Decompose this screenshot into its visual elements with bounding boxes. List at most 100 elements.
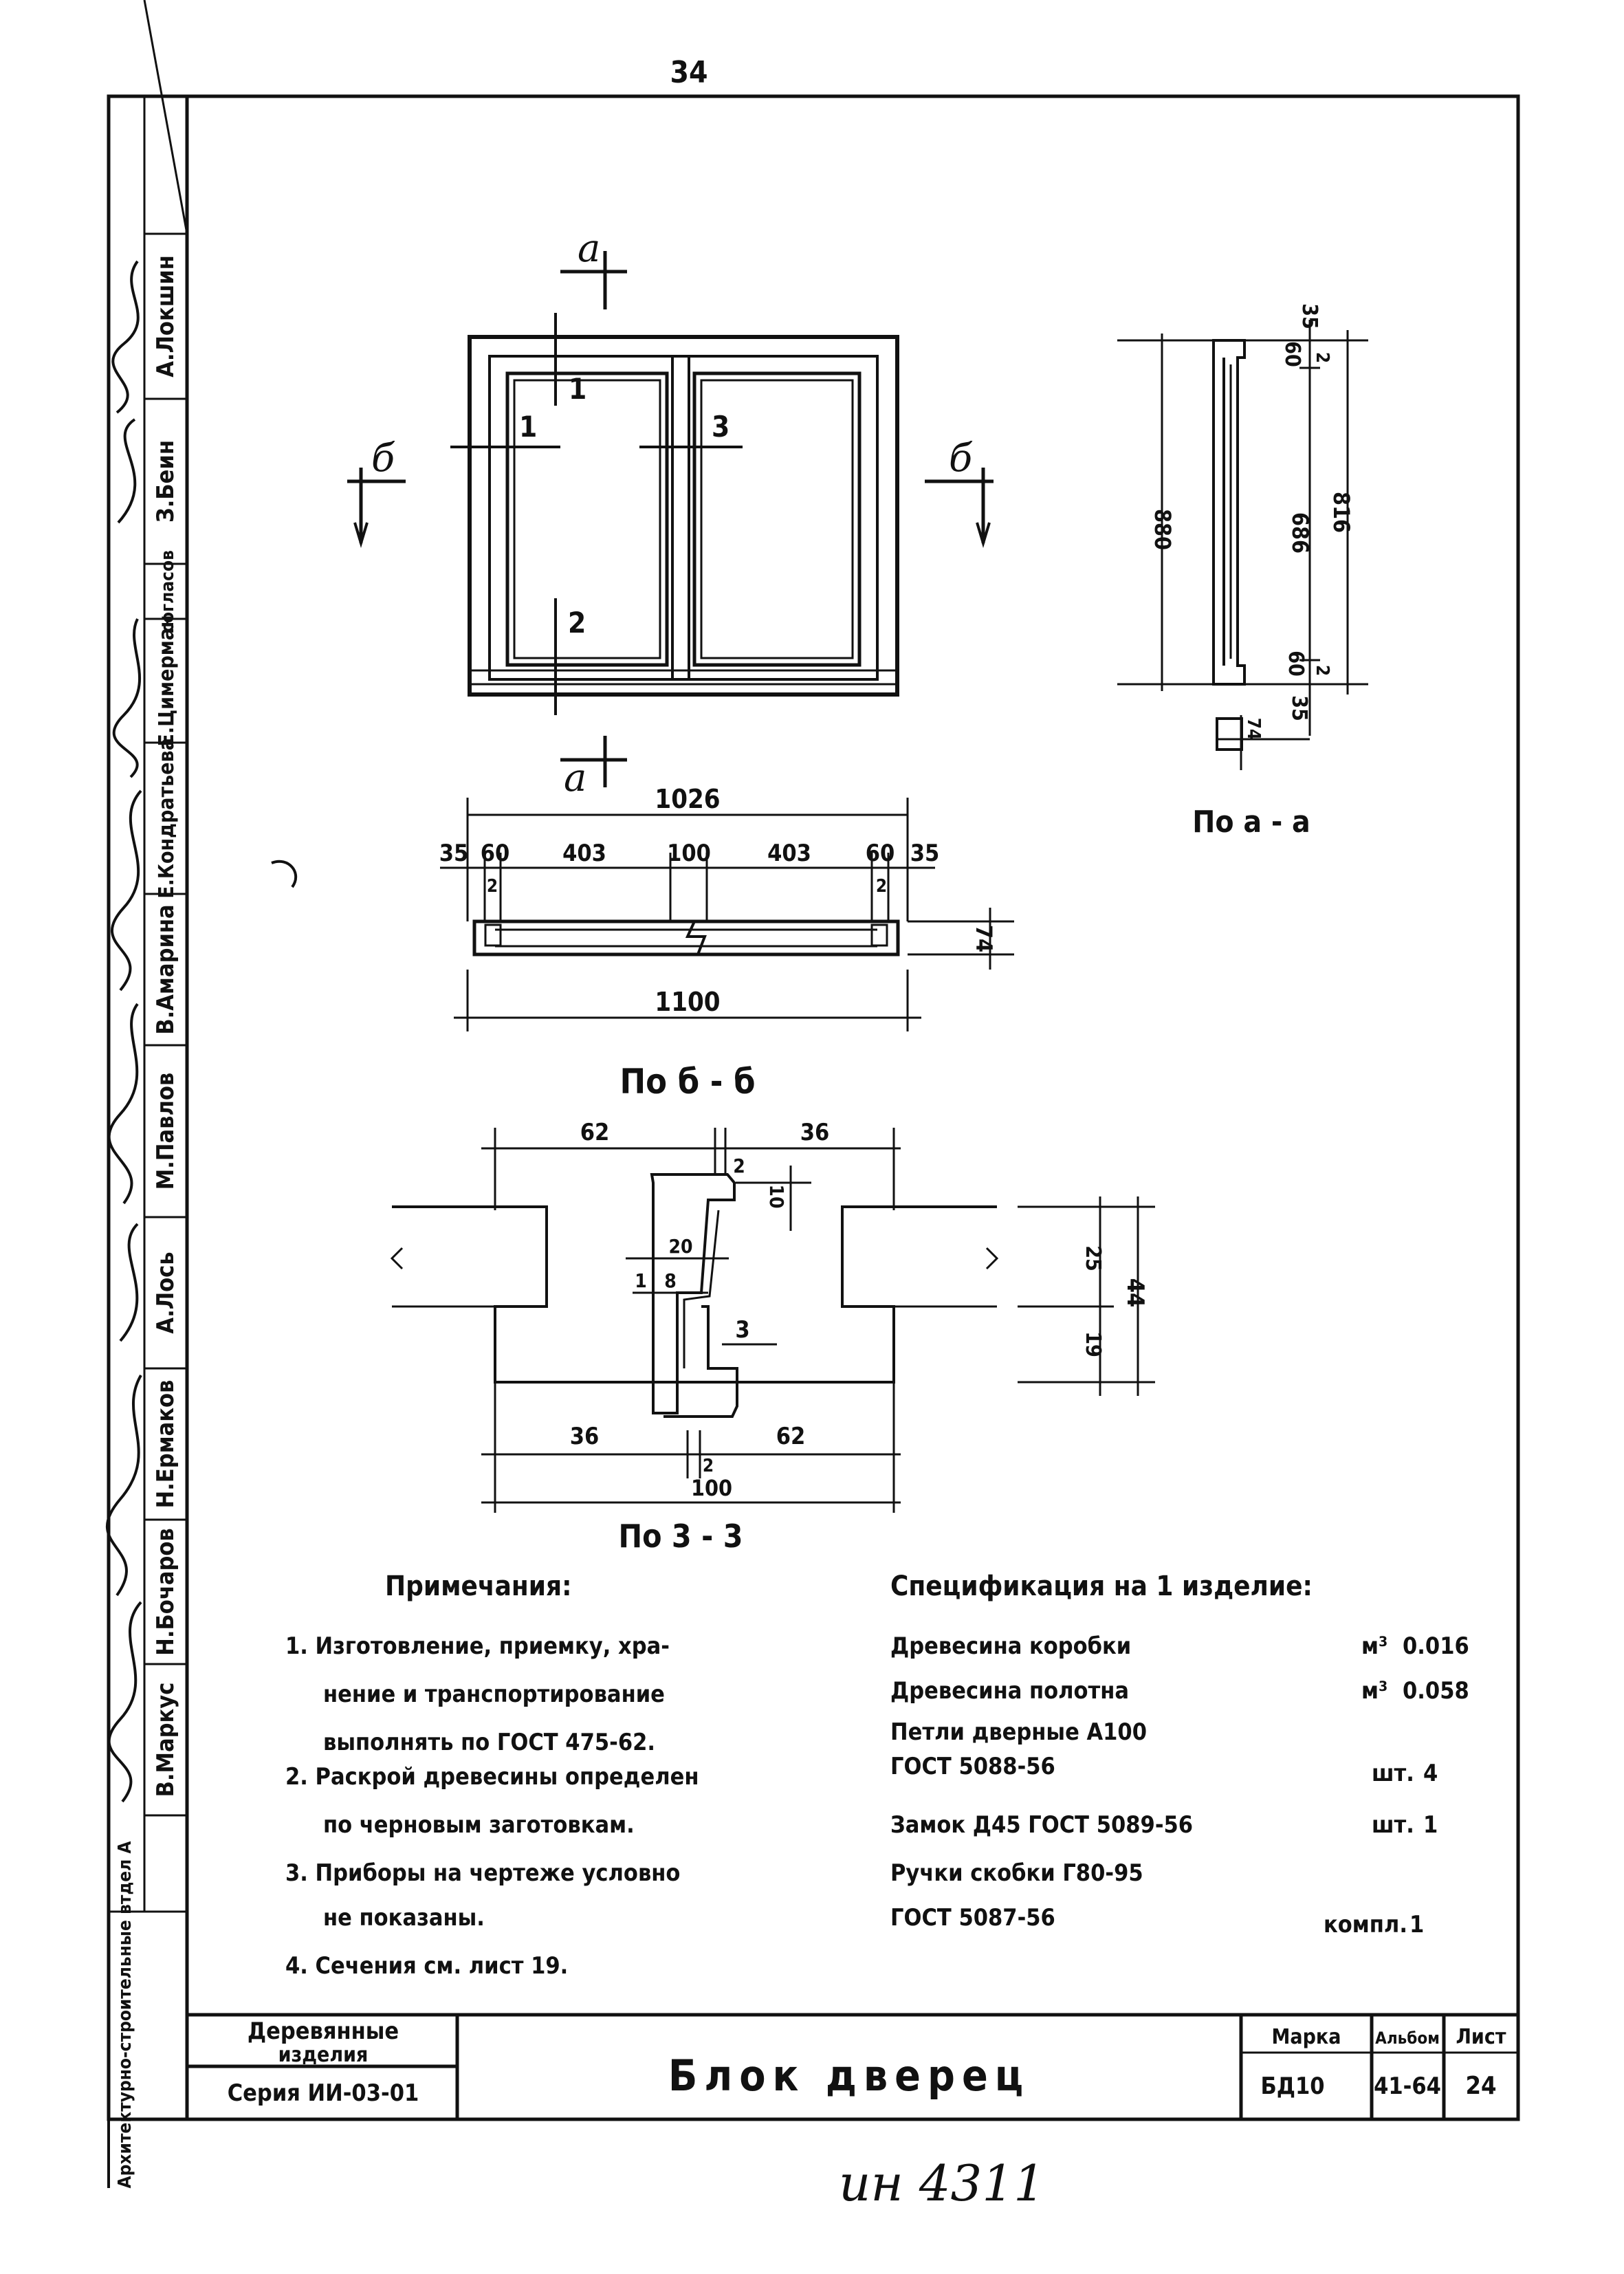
note-2-l1: 2. Раскрой древесины определен [285, 1763, 699, 1791]
spec-row-1-name: Древесина коробки [890, 1632, 1131, 1660]
tb-left-line2: изделия [278, 2043, 369, 2067]
spec-row-5-unit: шт. [1372, 1811, 1414, 1839]
d33-total: 100 [691, 1475, 732, 1501]
spec-row-2-name: Древесина полотна [890, 1677, 1129, 1705]
tb-sheet-label: Лист [1456, 2025, 1506, 2049]
bb-dim-2: 60 [481, 840, 510, 867]
d33-left-bottom: 36 [570, 1423, 600, 1450]
tb-marka-value: БД10 [1260, 2073, 1324, 2100]
tb-marka-label: Марка [1272, 2025, 1341, 2049]
notes-title: Примечания: [385, 1571, 571, 1602]
tb-main-title: Блок дверец [668, 2051, 1030, 2101]
section-bb-plan [440, 798, 1014, 1031]
bb-dim-4: 100 [667, 840, 711, 867]
aa-dim-top-small: 2 [1312, 352, 1332, 363]
spec-row-2-unit: м³ [1361, 1677, 1387, 1705]
inventory-number: ин 4311 [839, 2154, 1045, 2212]
section-33-detail [390, 1128, 1155, 1513]
side-name-6: М.Павлов [152, 1073, 179, 1190]
tb-series: Серия ИИ-03-01 [228, 2079, 419, 2107]
cut-label-a-top: а [578, 226, 600, 271]
spec-row-4-unit: шт. [1372, 1760, 1414, 1787]
spec-row-5-name: Замок Д45 ГОСТ 5089-56 [890, 1811, 1193, 1839]
section-mark-3: 3 [712, 410, 729, 444]
d33-h-total: 44 [1121, 1278, 1149, 1308]
d33-slot: 3 [735, 1316, 749, 1344]
side-name-7: А.Лось [152, 1251, 179, 1333]
side-name-8: Н.Ермаков [152, 1380, 179, 1509]
d33-small-bottom: 2 [703, 1456, 714, 1476]
aa-dim-overall: 880 [1150, 509, 1176, 550]
bb-dim-5: 403 [767, 840, 811, 867]
aa-dim-top-1: 35 [1297, 303, 1321, 329]
aa-dim-bottom-1: 60 [1284, 651, 1308, 677]
d33-h2: 19 [1081, 1331, 1105, 1357]
note-1-l2: нение и транспортирование [323, 1681, 665, 1708]
section-mark-2: 2 [568, 606, 586, 639]
cut-label-b-left: б [371, 436, 395, 481]
bb-dim-small-left: 2 [487, 876, 498, 897]
side-sign-label: согласов [157, 550, 178, 633]
d33-right-bottom: 62 [776, 1423, 806, 1450]
side-name-4: Е.Кондратьева [155, 738, 179, 899]
side-name-3: Е.Цимерман [155, 615, 179, 746]
section-aa [1117, 320, 1368, 770]
tb-sheet-value: 24 [1465, 2072, 1496, 2100]
aa-dim-top-2: 60 [1280, 341, 1304, 367]
bb-dim-3: 403 [562, 840, 606, 867]
stray-mark [271, 860, 298, 888]
aa-dim-full: 816 [1328, 492, 1354, 533]
aa-dim-bottom-2: 35 [1287, 695, 1311, 721]
view-bb-label: По б - б [619, 1062, 755, 1102]
spec-block: Спецификация на 1 изделие: Древесина кор… [890, 1571, 1469, 1938]
bb-dim-thickness: 74 [971, 925, 997, 952]
d33-step: 2 [733, 1155, 745, 1177]
bb-dim-7: 35 [910, 840, 940, 867]
page-number: 34 [670, 55, 707, 90]
door-front-elevation [347, 251, 994, 787]
view-aa-label: По а - а [1192, 805, 1310, 840]
spec-row-5-qty: 1 [1423, 1811, 1438, 1839]
bb-dim-6: 60 [866, 840, 895, 867]
side-stamp: А.Локшин З.Беин согласов Е.Цимерман Е.Ко… [105, 0, 188, 2189]
section-mark-1a: 1 [569, 372, 586, 406]
d33-right-top: 36 [800, 1119, 830, 1146]
bb-dim-overall: 1026 [655, 784, 720, 814]
title-block [187, 2013, 1518, 2119]
spec-row-6-name: Ручки скобки Г80-95 [890, 1859, 1143, 1887]
note-3-l2: не показаны. [323, 1904, 485, 1932]
cut-label-a-bottom: а [564, 756, 586, 800]
d33-inner-1: 1 [635, 1269, 647, 1292]
aa-dim-bottom-small: 2 [1312, 665, 1332, 676]
bb-dim-1: 35 [439, 840, 469, 867]
spec-row-2-qty: 0.058 [1403, 1677, 1469, 1705]
sheet-frame [107, 94, 1520, 2188]
side-name-2: З.Беин [152, 440, 179, 523]
tb-album-label: Альбом [1375, 2029, 1440, 2048]
d33-depth: 10 [765, 1184, 788, 1208]
cut-label-b-right: б [949, 436, 973, 481]
note-1-l3: выполнять по ГОСТ 475-62. [323, 1729, 655, 1756]
spec-row-3-name: Петли дверные А100 [890, 1718, 1147, 1746]
side-name-9: Н.Бочаров [152, 1528, 179, 1655]
tb-left-line1: Деревянные [248, 2018, 399, 2045]
d33-h1: 25 [1081, 1245, 1105, 1271]
spec-row-7-name: ГОСТ 5087-56 [890, 1904, 1055, 1932]
section-mark-1b: 1 [519, 410, 537, 444]
bb-dim-bottom: 1100 [655, 987, 720, 1017]
d33-inner-2: 8 [664, 1269, 677, 1292]
spec-row-7-qty: 1 [1409, 1911, 1424, 1938]
tb-album-value: 41-64 [1374, 2073, 1441, 2100]
note-4-l1: 4. Сечения см. лист 19. [285, 1952, 568, 1980]
d33-left-top: 62 [580, 1119, 610, 1146]
spec-row-1-qty: 0.016 [1403, 1632, 1469, 1660]
spec-title: Спецификация на 1 изделие: [890, 1571, 1313, 1602]
aa-dim-base: 74 [1243, 718, 1264, 741]
spec-row-1-unit: м³ [1361, 1632, 1387, 1660]
notes-block: Примечания: 1. Изготовление, приемку, хр… [285, 1571, 699, 1980]
d33-gap: 20 [668, 1235, 692, 1258]
side-org: Архитектурно-строительные втдел А [115, 1841, 135, 2189]
spec-row-4-qty: 4 [1423, 1760, 1438, 1787]
signatures [105, 260, 142, 1803]
